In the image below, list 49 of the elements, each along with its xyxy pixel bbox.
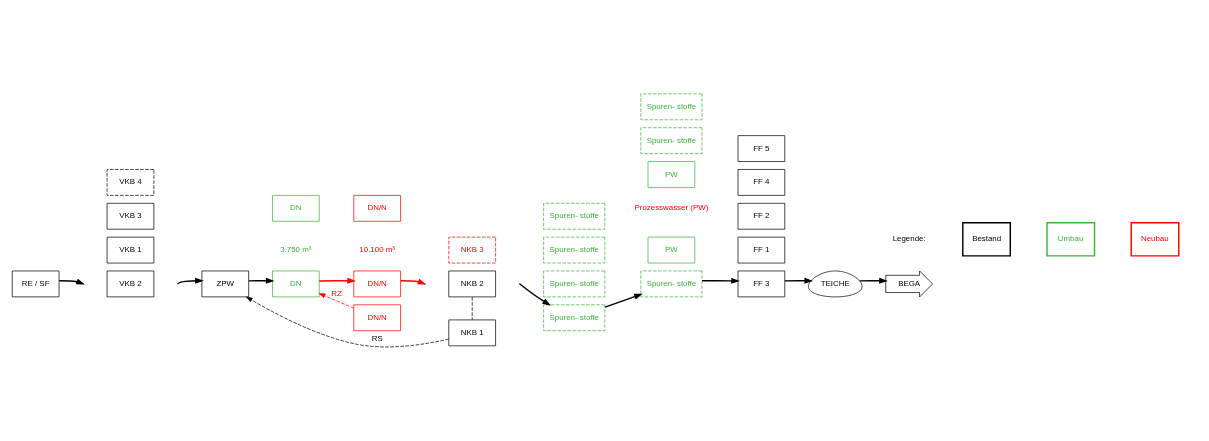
arrow [604, 293, 643, 308]
node-box: Spuren- stoffe [543, 304, 606, 332]
node-box: ZPW [201, 270, 250, 298]
arrow [177, 277, 204, 285]
node-box: RE / SF [11, 270, 60, 298]
label: 10.100 m³ [359, 245, 395, 255]
node-box: Spuren- stoffe [640, 93, 703, 121]
arrow [400, 278, 427, 285]
edge-label: RZ [331, 289, 342, 299]
node-box: NKB 1 [448, 319, 496, 347]
legend-label: Neubau [1140, 234, 1169, 244]
node-box: DN/N [353, 270, 401, 298]
node-box: FF 2 [737, 202, 786, 230]
node-box: DN/N [353, 304, 401, 332]
node-box: PW [647, 161, 696, 188]
label: 3.750 m³ [280, 245, 312, 255]
arrow [318, 293, 355, 309]
node-box: FF 4 [737, 169, 786, 196]
node-box: VKB 3 [106, 202, 155, 230]
node-box: Spuren- stoffe [543, 236, 606, 264]
node-box: VKB 2 [106, 270, 155, 298]
node-box: FF 5 [737, 135, 786, 162]
node-box: Spuren- stoffe [640, 127, 703, 154]
node-box: PW [647, 236, 696, 264]
node-box: NKB 3 [448, 236, 496, 264]
arrow [58, 278, 85, 285]
legend-label: Umbau [1057, 234, 1084, 244]
node-box: VKB 4 [106, 169, 155, 196]
label: Legende: [892, 234, 926, 244]
node-box: NKB 2 [448, 270, 496, 298]
node-box: DN [272, 195, 320, 222]
node-box: Spuren- stoffe [543, 270, 606, 298]
arrow [701, 277, 740, 284]
legend-label: Bestand [972, 234, 1002, 244]
edge-label: RS [371, 334, 383, 344]
label: Prozesswasser (PW) [634, 203, 709, 213]
node-box: FF 1 [737, 236, 786, 264]
node-box: DN [272, 270, 320, 298]
arrow [784, 277, 814, 284]
node-box: FF 3 [737, 270, 786, 298]
node-box: Spuren- stoffe [543, 202, 606, 230]
arrow [519, 283, 552, 306]
node-box: DN/N [353, 195, 401, 222]
node-box: Spuren- stoffe [640, 270, 703, 298]
arrow [246, 296, 450, 348]
connector [471, 296, 473, 321]
arrow [859, 277, 888, 284]
arrow [318, 277, 356, 284]
node-box: VKB 1 [106, 236, 155, 264]
